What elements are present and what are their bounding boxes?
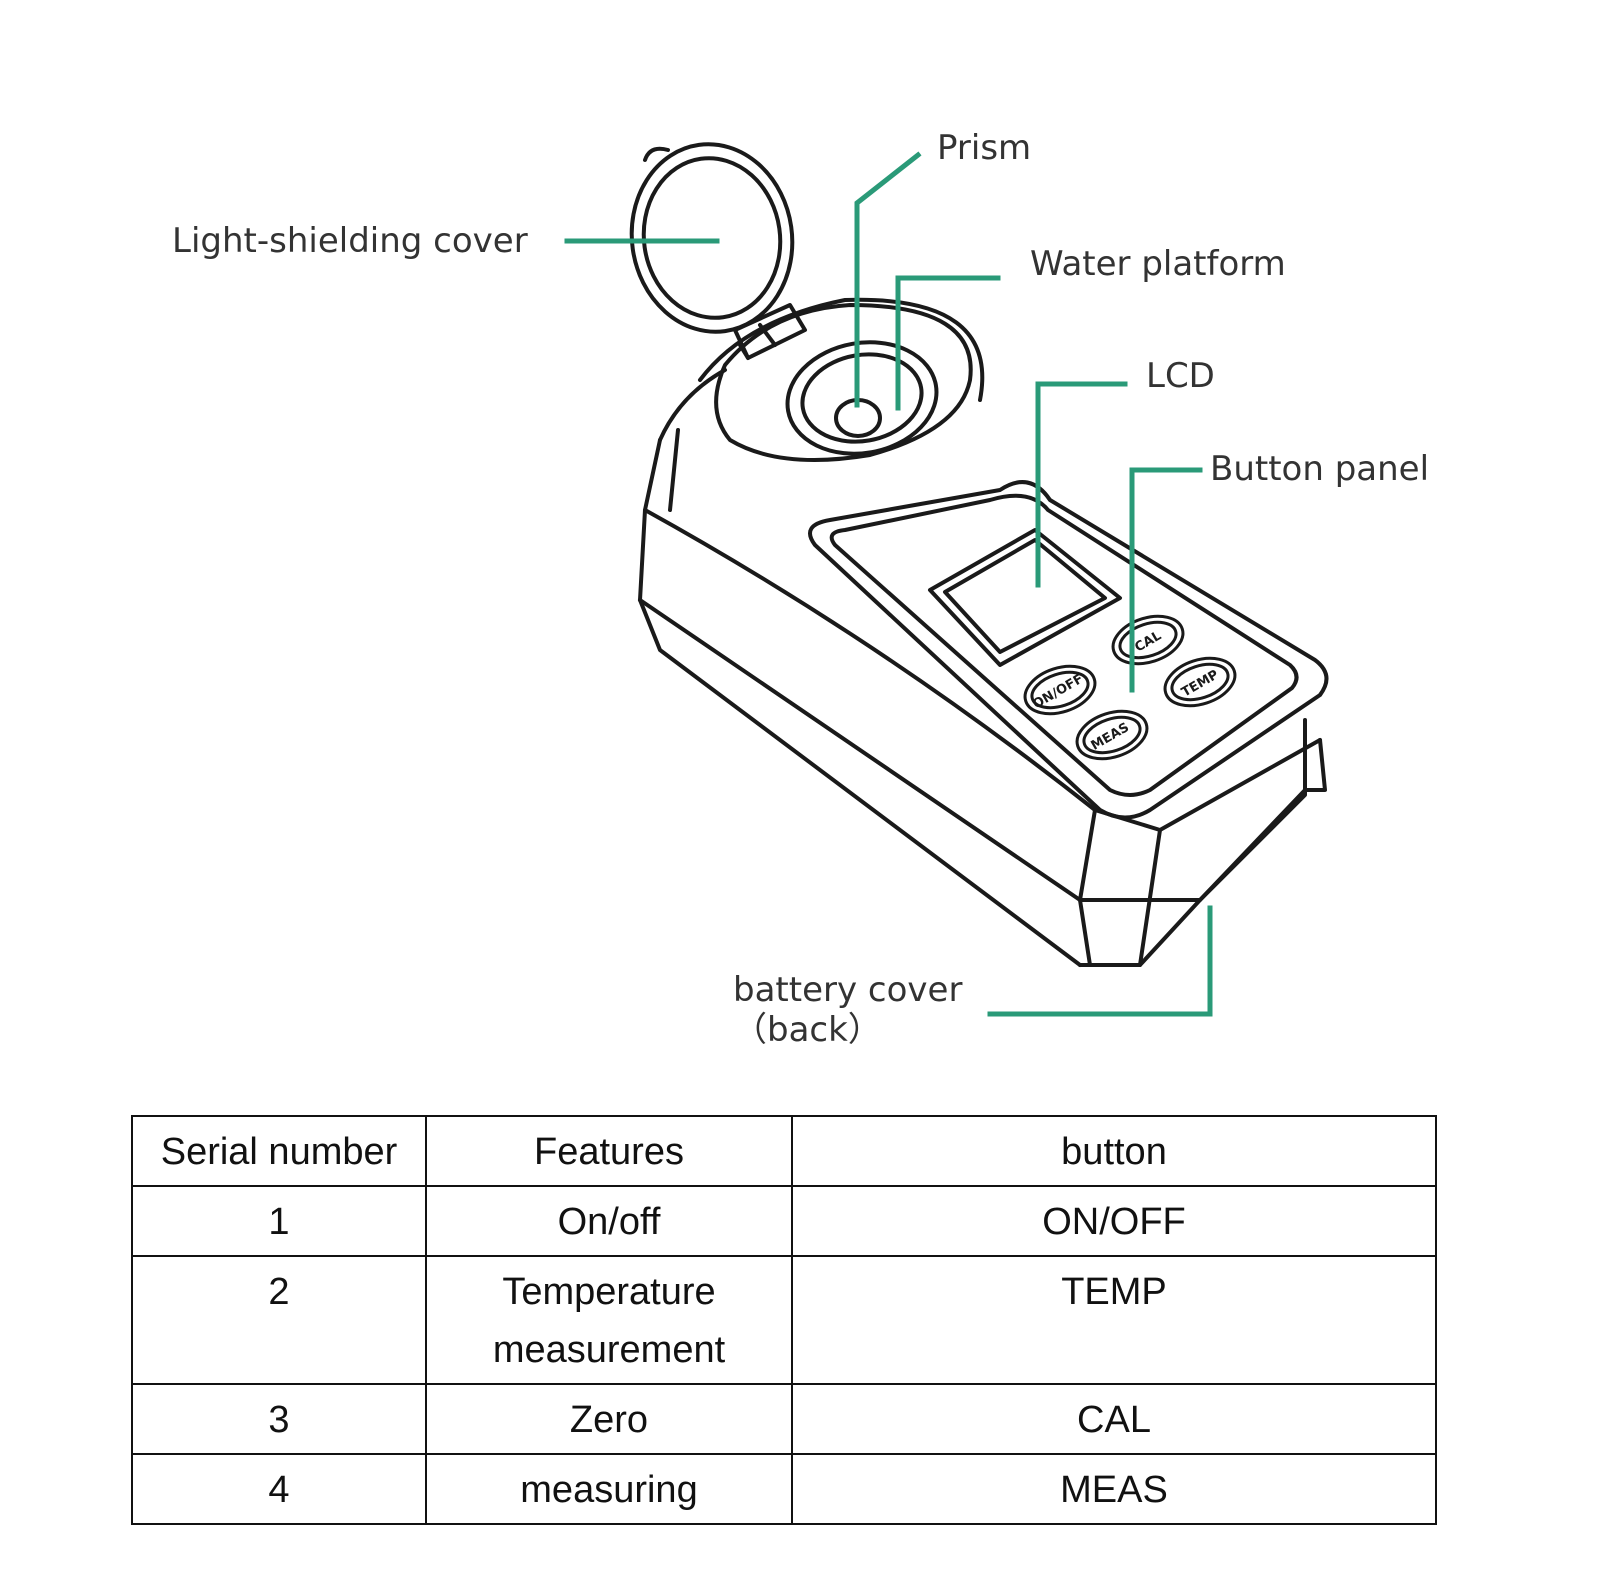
button-cell: TEMP — [791, 1255, 1437, 1385]
label-button-panel: Button panel — [1210, 449, 1430, 489]
button-cell: ON/OFF — [791, 1185, 1437, 1257]
leader-lcd — [1035, 381, 1128, 588]
button-function-table: Serial number Features button 1 On/off O… — [131, 1115, 1437, 1525]
feature-cell: measuring — [425, 1453, 793, 1525]
serial-cell: 4 — [131, 1453, 427, 1525]
refractometer-diagram: CAL ON/OFF TEMP MEAS — [564, 142, 1329, 1017]
device-upper-housing — [698, 297, 985, 462]
button-cell: MEAS — [791, 1453, 1437, 1525]
header-features: Features — [425, 1115, 793, 1187]
table-row: 3 Zero CAL — [131, 1383, 1437, 1455]
prism-well — [785, 340, 939, 456]
serial-cell: 1 — [131, 1185, 427, 1257]
device-buttons — [1023, 614, 1237, 761]
header-button: button — [791, 1115, 1437, 1187]
serial-cell: 3 — [131, 1383, 427, 1455]
leader-button-panel — [1129, 467, 1203, 693]
feature-cell: Zero — [425, 1383, 793, 1455]
serial-cell: 2 — [131, 1255, 427, 1385]
table-row: 1 On/off ON/OFF — [131, 1185, 1437, 1257]
light-shielding-cover-drawing — [629, 142, 807, 360]
table-header-row: Serial number Features button — [131, 1115, 1437, 1187]
feature-cell: On/off — [425, 1185, 793, 1257]
label-battery-cover: battery cover （back） — [733, 970, 963, 1050]
label-light-shielding-cover: Light-shielding cover — [172, 221, 528, 261]
leader-water-platform — [895, 275, 1001, 411]
table-row: 2 Temperature measurement TEMP — [131, 1255, 1437, 1385]
lcd-screen — [928, 528, 1122, 667]
label-prism: Prism — [937, 128, 1032, 168]
label-water-platform: Water platform — [1030, 244, 1286, 284]
button-cell: CAL — [791, 1383, 1437, 1455]
header-serial-number: Serial number — [131, 1115, 427, 1187]
label-lcd: LCD — [1146, 356, 1215, 396]
device-body — [638, 368, 1327, 967]
leader-battery-cover — [987, 905, 1213, 1017]
leader-prism — [854, 151, 922, 408]
feature-cell: Temperature measurement — [425, 1255, 793, 1385]
table-row: 4 measuring MEAS — [131, 1453, 1437, 1525]
